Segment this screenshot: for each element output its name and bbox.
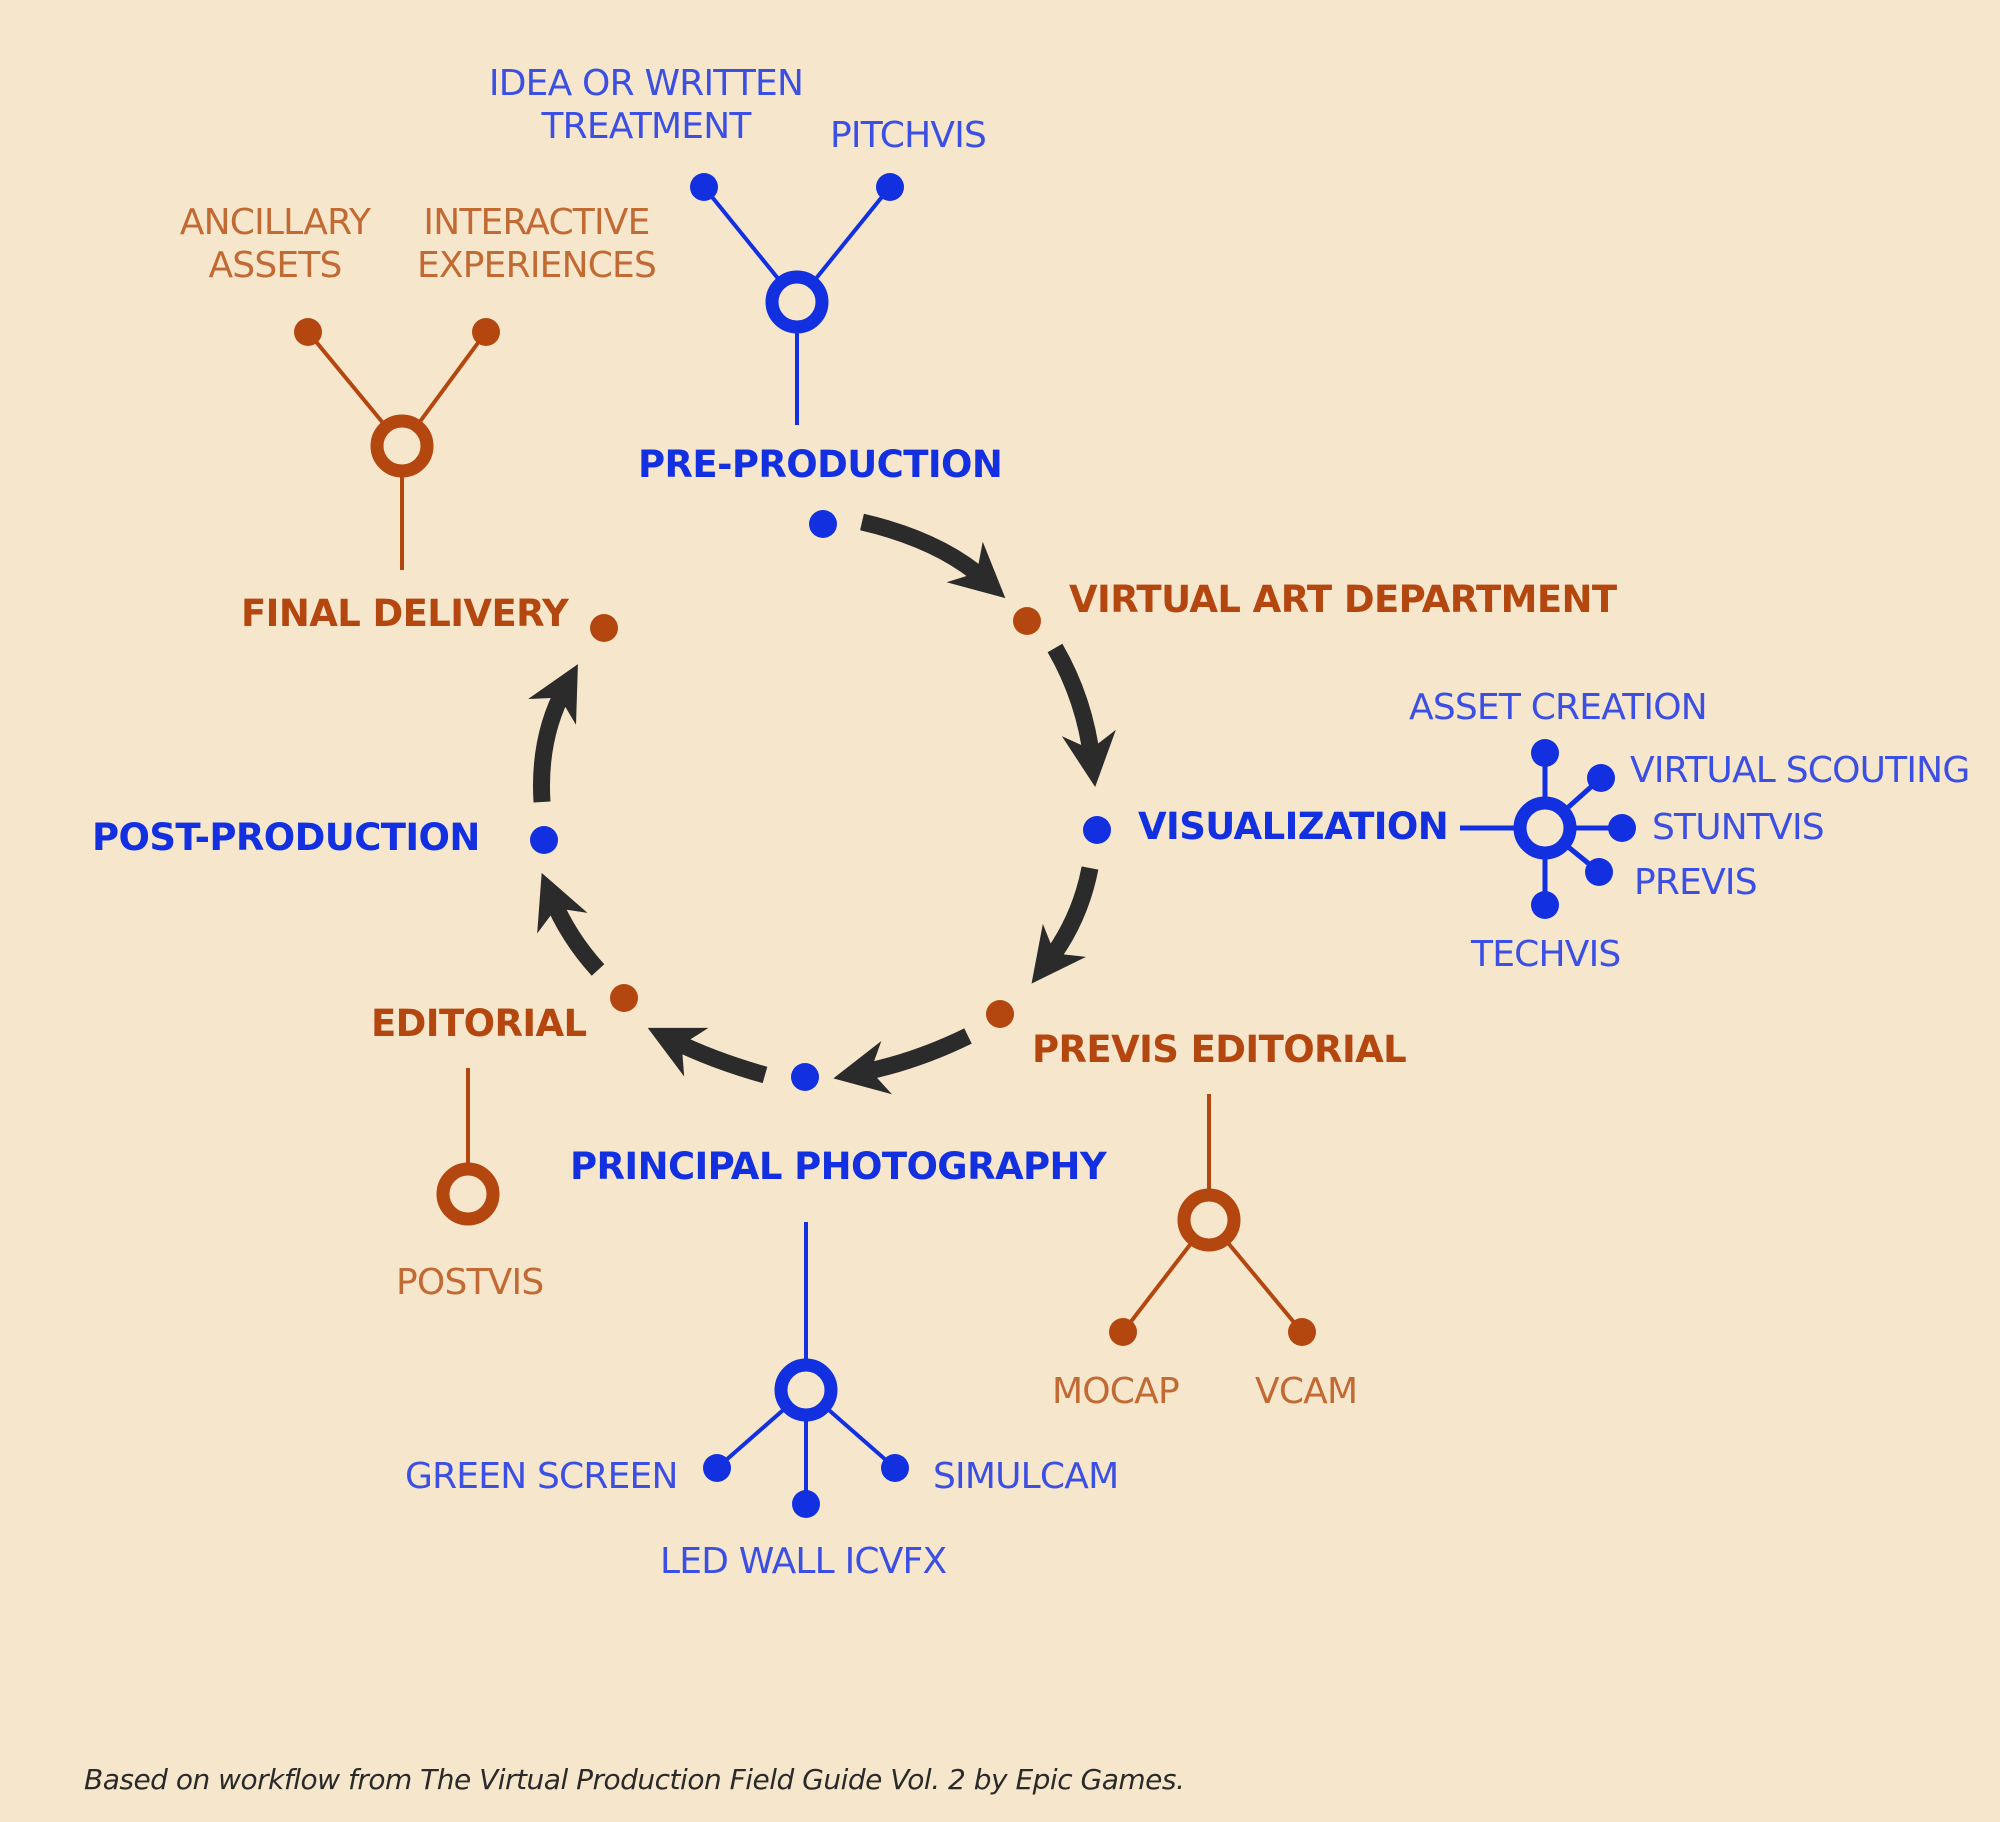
stage-label-principal-photography: PRINCIPAL PHOTOGRAPHY [570, 1145, 1107, 1188]
dot-post-production [530, 826, 558, 854]
stage-dots [530, 510, 1111, 1091]
stage-label-visualization: VISUALIZATION [1138, 805, 1449, 848]
branch-label-interactive-experiences: INTERACTIVE EXPERIENCES [416, 202, 657, 287]
stage-label-post-production: POST-PRODUCTION [92, 816, 480, 859]
arrow-previs-editorial-to-photography [833, 1028, 972, 1095]
branch-label-postvis: POSTVIS [396, 1262, 544, 1303]
branch-editorial [436, 1068, 500, 1226]
arrow-postproduction-to-final-delivery [528, 664, 578, 803]
hub-ring-pre-production [765, 270, 829, 334]
branch-label-stuntvis: STUNTVIS [1652, 807, 1825, 848]
branch-label-led-wall: LED WALL ICVFX [660, 1541, 947, 1582]
dot-virtual-art-department [1013, 607, 1041, 635]
arrow-photography-to-editorial [647, 1027, 768, 1084]
branch-principal-photography [703, 1222, 909, 1518]
stage-label-final-delivery: FINAL DELIVERY [241, 592, 569, 635]
stage-label-editorial: EDITORIAL [371, 1002, 587, 1045]
hub-ring-previs-editorial [1177, 1188, 1241, 1252]
dot-previs-editorial [986, 1000, 1014, 1028]
stage-label-pre-production: PRE-PRODUCTION [638, 443, 1003, 486]
branch-label-virtual-scouting: VIRTUAL SCOUTING [1630, 750, 1970, 791]
dot-visualization [1083, 816, 1111, 844]
dot-principal-photography [791, 1063, 819, 1091]
branch-label-simulcam: SIMULCAM [933, 1456, 1119, 1497]
branch-label-idea-treatment: IDEA OR WRITTEN TREATMENT [488, 63, 804, 148]
arrow-preproduction-to-vad [860, 513, 1006, 599]
stage-label-virtual-art-department: VIRTUAL ART DEPARTMENT [1069, 578, 1617, 621]
hub-ring-final-delivery [370, 414, 434, 478]
branch-label-techvis: TECHVIS [1471, 934, 1621, 975]
branch-pre-production [690, 173, 904, 425]
dot-final-delivery [590, 614, 618, 642]
branch-label-pitchvis: PITCHVIS [830, 115, 987, 156]
hub-ring-principal-photography [774, 1358, 838, 1422]
branch-final-delivery [294, 318, 500, 570]
branch-label-ancillary-assets: ANCILLARY ASSETS [179, 202, 371, 287]
arrow-editorial-to-postproduction [537, 872, 605, 976]
hub-ring-visualization [1513, 796, 1577, 860]
dot-editorial [610, 984, 638, 1012]
source-caption: Based on workflow from The Virtual Produ… [84, 1763, 1185, 1796]
branch-previs-editorial [1109, 1094, 1316, 1346]
arrow-vad-to-visualization [1047, 643, 1116, 788]
dot-pre-production [809, 510, 837, 538]
branch-label-mocap: MOCAP [1052, 1371, 1180, 1412]
hub-ring-editorial [436, 1162, 500, 1226]
stage-label-previs-editorial: PREVIS EDITORIAL [1032, 1028, 1407, 1071]
branch-label-previs: PREVIS [1634, 862, 1758, 903]
branch-visualization [1460, 739, 1636, 919]
branch-label-asset-creation: ASSET CREATION [1409, 687, 1708, 728]
branch-label-vcam: VCAM [1255, 1371, 1358, 1412]
branch-label-green-screen: GREEN SCREEN [405, 1456, 678, 1497]
arrow-visualization-to-previs-editorial [1031, 866, 1099, 984]
cycle-arrows [528, 513, 1116, 1095]
